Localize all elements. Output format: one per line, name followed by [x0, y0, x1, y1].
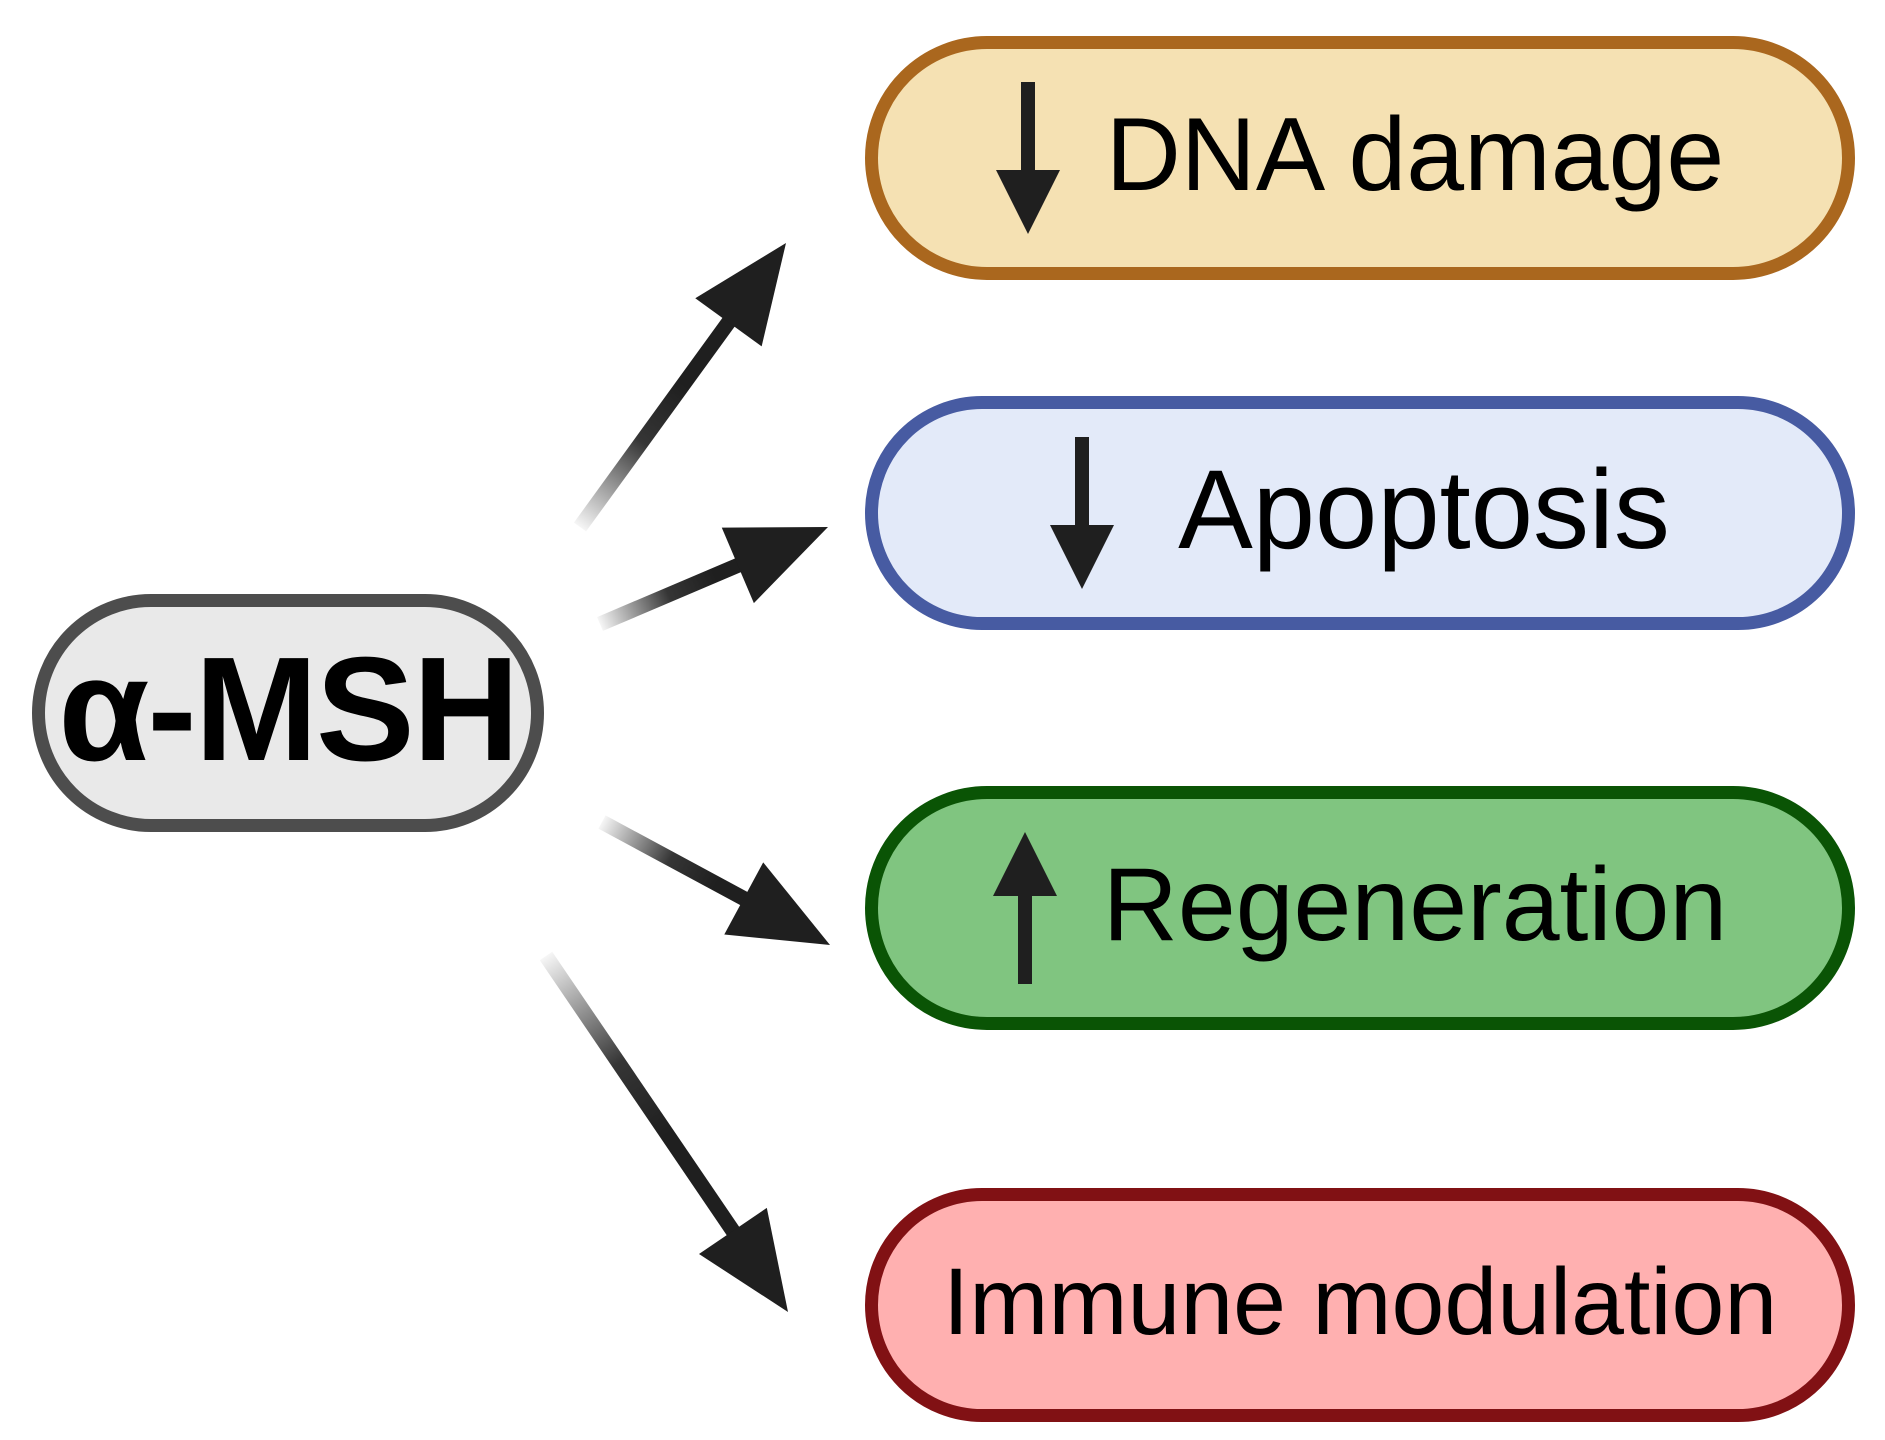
node-regeneration: Regeneration: [865, 786, 1855, 1030]
connector-shaft: [598, 815, 774, 920]
node-immune-modulation: Immune modulation: [865, 1188, 1855, 1422]
node-alpha-msh-label: α-MSH: [58, 627, 519, 792]
decrease-arrow-icon: [1050, 437, 1115, 589]
node-dna-damage-label: DNA damage: [1105, 97, 1725, 213]
connector-arrowhead: [724, 862, 830, 945]
increase-arrow-icon: [992, 832, 1057, 984]
connector-arrowhead: [695, 243, 786, 347]
node-dna-damage: DNA damage: [865, 36, 1855, 280]
node-immune-modulation-label: Immune modulation: [942, 1248, 1778, 1355]
connector-shaft: [597, 546, 769, 631]
connector-shaft: [539, 951, 756, 1260]
node-regeneration-label: Regeneration: [1102, 847, 1728, 963]
connector-arrowhead: [721, 527, 828, 604]
node-apoptosis: Apoptosis: [865, 396, 1855, 630]
node-alpha-msh: α-MSH: [32, 594, 544, 832]
connector-shaft: [573, 293, 753, 532]
connector-arrowhead: [698, 1207, 788, 1312]
node-apoptosis-label: Apoptosis: [1178, 447, 1670, 572]
decrease-arrow-icon: [995, 82, 1060, 234]
